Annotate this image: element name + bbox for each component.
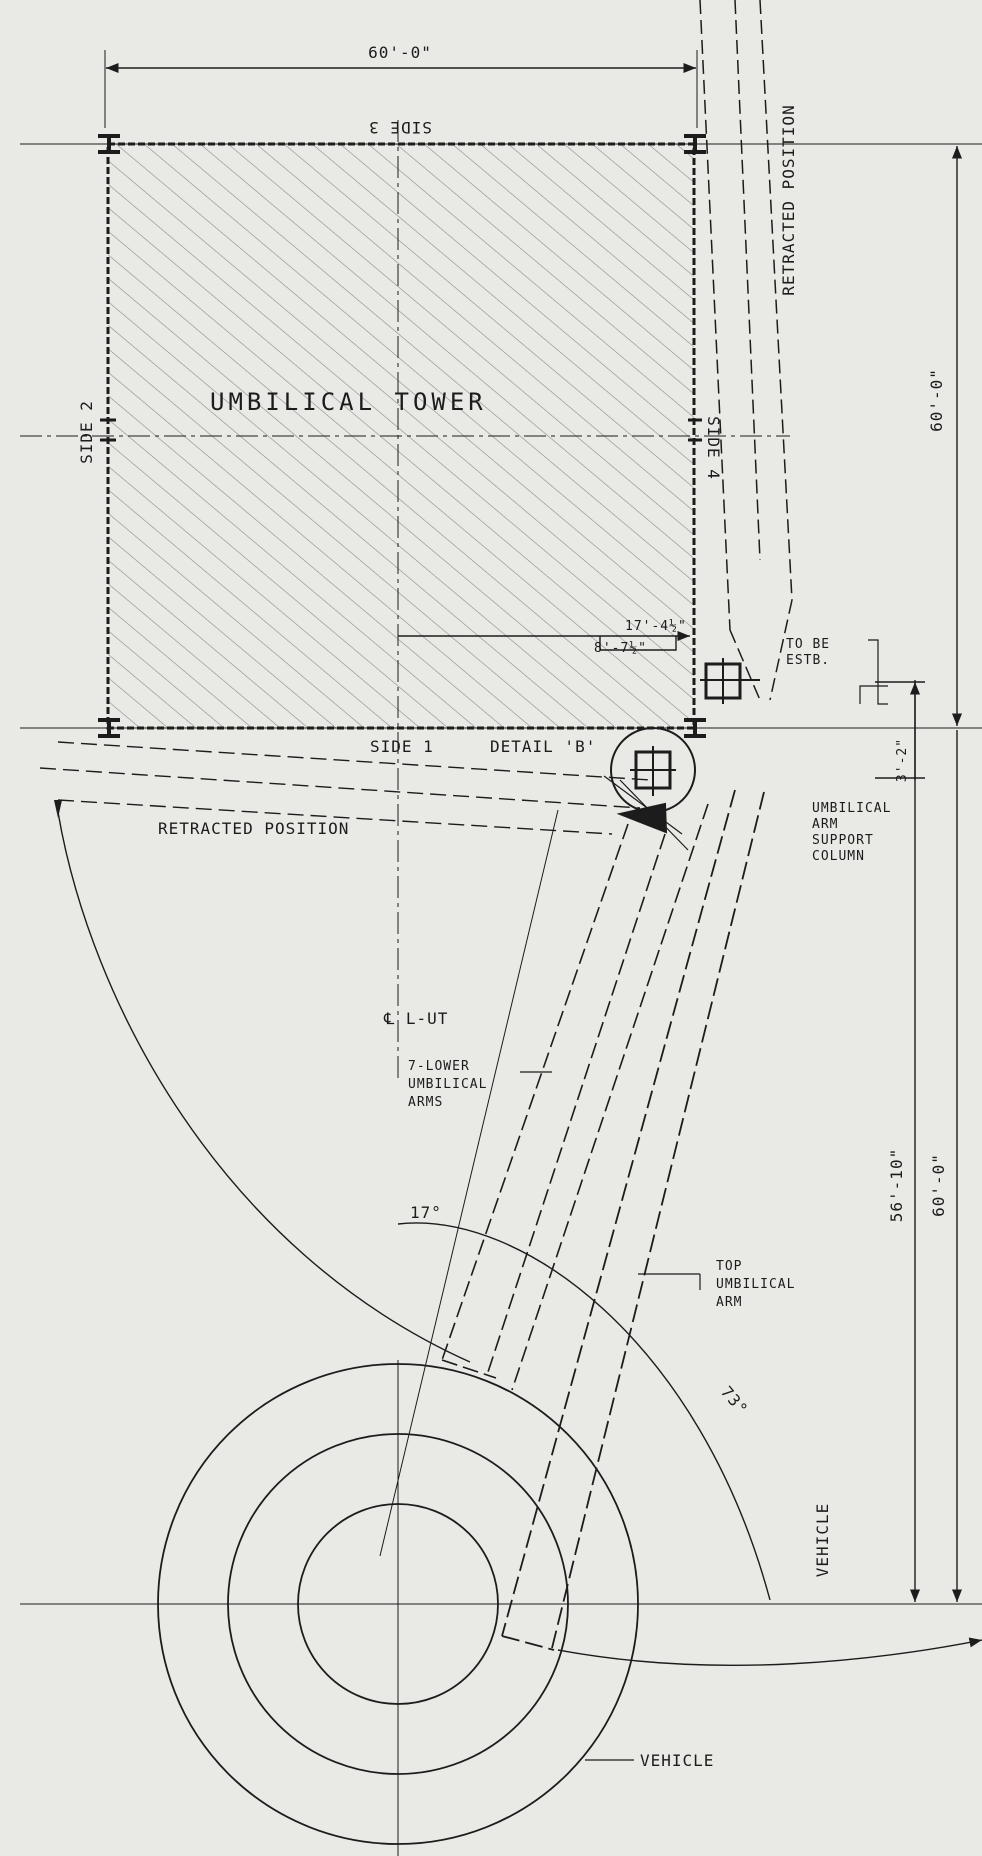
label-side-4: SIDE 4: [704, 416, 723, 480]
dim-inner-1: 17'-4½": [625, 619, 687, 634]
label-side-3: SIDE 3: [368, 118, 432, 137]
top-arm-label: TOP UMBILICAL ARM: [716, 1259, 795, 1310]
top-arm-line-3: ARM: [716, 1295, 742, 1310]
support-line-1: UMBILICAL: [812, 801, 891, 816]
lower-arms-line-2: UMBILICAL: [408, 1077, 487, 1092]
top-arm-line-1: TOP: [716, 1259, 742, 1274]
angle-17: 17°: [410, 1203, 442, 1222]
side-midpoint-marks: [100, 418, 702, 442]
arm-retracted-left: [39, 741, 651, 835]
dimension-lines: [106, 62, 963, 1602]
dim-56-10: 56'-10": [887, 1148, 906, 1222]
arm-retracted-up: [699, 0, 793, 701]
lower-arms-label: 7-LOWER UMBILICAL ARMS: [408, 1059, 487, 1110]
label-retracted-left: RETRACTED POSITION: [158, 819, 349, 838]
vehicle-plan: [157, 809, 639, 1845]
label-side-1: SIDE 1: [370, 737, 434, 756]
lower-arms-line-1: 7-LOWER: [408, 1059, 470, 1074]
dim-offset: 3'-2": [895, 738, 910, 782]
label-cl-vehicle: VEHICLE: [813, 1503, 832, 1577]
dim-60-bottom: 60'-0": [929, 1153, 948, 1217]
label-side-2: SIDE 2: [77, 400, 96, 464]
support-line-4: COLUMN: [812, 849, 865, 864]
label-cl-lut: ℄ L-UT: [383, 1009, 448, 1028]
label-estb: ESTB.: [786, 653, 830, 668]
dim-width-top: 60'-0": [368, 43, 432, 62]
corner-columns: [98, 134, 706, 738]
support-column-label: UMBILICAL ARM SUPPORT COLUMN: [812, 801, 891, 864]
dim-inner-2: 8'-7½": [594, 641, 647, 656]
dim-height-right: 60'-0": [927, 368, 946, 432]
angle-73: 73°: [717, 1382, 752, 1419]
top-arm-line-2: UMBILICAL: [716, 1277, 795, 1292]
swing-arcs: [54, 800, 982, 1666]
top-umbilical-arm: [501, 789, 765, 1651]
lower-umbilical-arms: [441, 803, 709, 1391]
label-umbilical-tower: UMBILICAL TOWER: [210, 388, 487, 416]
leader-lines: [520, 775, 701, 1761]
support-line-3: SUPPORT: [812, 833, 874, 848]
centerlines: [20, 50, 982, 1856]
label-retracted-right: RETRACTED POSITION: [779, 104, 798, 295]
support-line-2: ARM: [812, 817, 838, 832]
lower-arms-line-3: ARMS: [408, 1095, 443, 1110]
label-vehicle: VEHICLE: [640, 1751, 714, 1770]
label-detail-b: DETAIL 'B': [490, 737, 596, 756]
label-to-be: TO BE: [786, 637, 830, 652]
